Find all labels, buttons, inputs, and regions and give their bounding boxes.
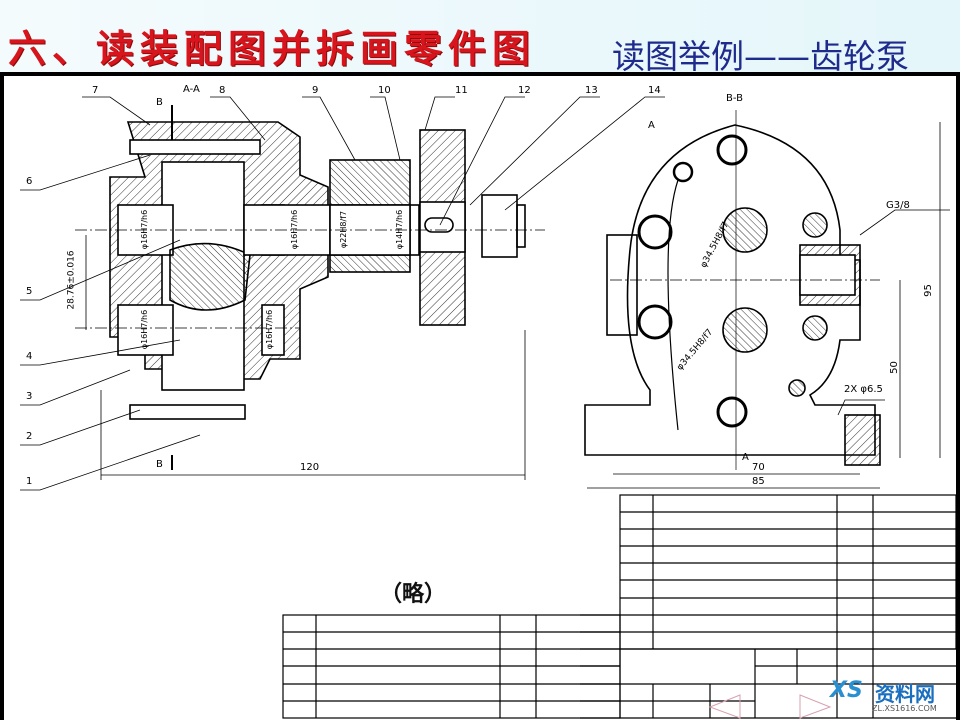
section-view-bb bbox=[584, 110, 950, 489]
parts-list-table bbox=[282, 494, 957, 719]
nav-arrows bbox=[708, 694, 832, 719]
slide-title: 六、读装配图并拆画零件图 bbox=[8, 26, 537, 71]
section-view-aa bbox=[20, 96, 665, 491]
slide-header: 六、读装配图并拆画零件图 读图举例——齿轮泵 bbox=[0, 0, 960, 76]
watermark-logo: XS bbox=[830, 678, 863, 703]
watermark-brand: 资料网 bbox=[875, 682, 935, 706]
watermark-url: ZL.XS1616.COM bbox=[872, 704, 937, 713]
prev-slide-icon[interactable] bbox=[708, 694, 741, 719]
slide-subtitle: 读图举例——齿轮泵 bbox=[612, 37, 909, 76]
drawing-frame bbox=[0, 72, 960, 720]
omitted-note: （略） bbox=[380, 582, 447, 607]
next-slide-icon[interactable] bbox=[799, 694, 832, 719]
